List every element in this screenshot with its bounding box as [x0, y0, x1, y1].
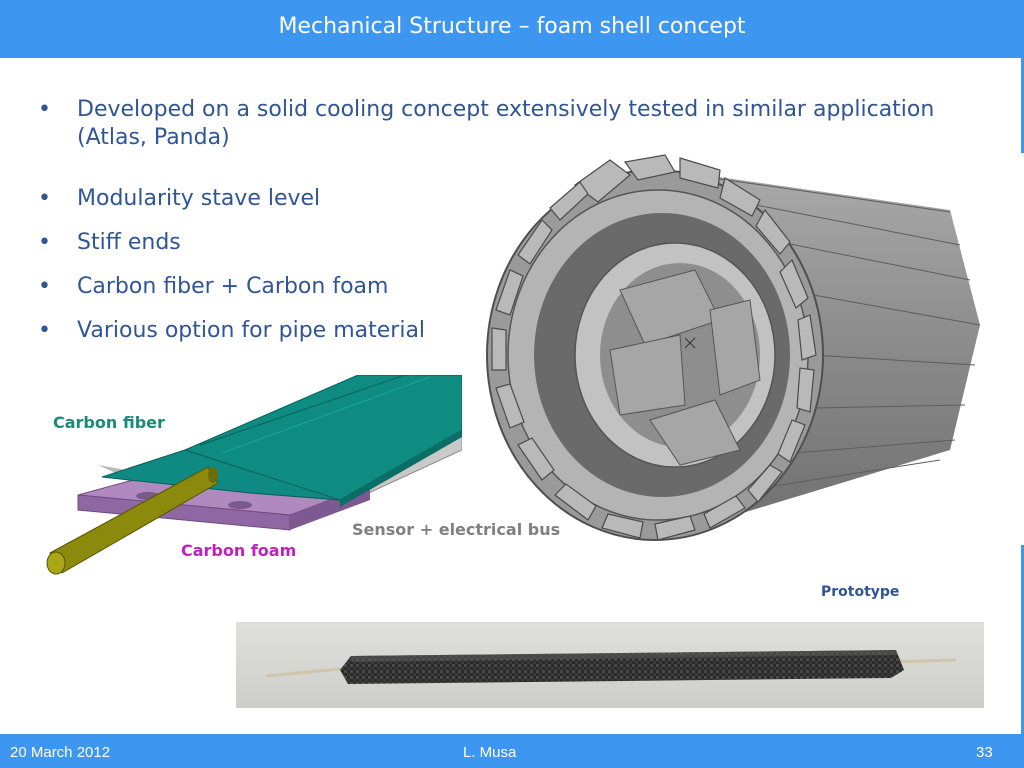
- footer-author: L. Musa: [463, 744, 517, 761]
- title-bar: Mechanical Structure – foam shell concep…: [0, 0, 1024, 58]
- bullet-text: Stiff ends: [77, 230, 181, 255]
- bullet-icon: •: [38, 186, 51, 211]
- stave-cross-section-illustration: [46, 375, 462, 575]
- bullet-text: Developed on a solid cooling concept ext…: [77, 97, 935, 122]
- slide-edge-accent: [1021, 545, 1024, 734]
- bullet-text: Various option for pipe material: [77, 318, 426, 343]
- footer-date: 20 March 2012: [10, 744, 111, 761]
- footer-bar: 20 March 2012 L. Musa 33: [0, 734, 1024, 768]
- bullet-text-continued: (Atlas, Panda): [77, 125, 230, 150]
- slide-edge-accent: [1021, 58, 1024, 153]
- bullet-text: Modularity stave level: [77, 186, 321, 211]
- bullet-icon: •: [38, 230, 51, 255]
- carbon-foam-label: Carbon foam: [181, 541, 297, 560]
- bullet-icon: •: [38, 318, 51, 343]
- sensor-bus-label: Sensor + electrical bus: [352, 520, 561, 539]
- prototype-photo: [236, 622, 984, 708]
- bullet-icon: •: [38, 97, 51, 122]
- bullet-text: Carbon fiber + Carbon foam: [77, 274, 389, 299]
- prototype-stave-image: [265, 650, 957, 684]
- carbon-fiber-label: Carbon fiber: [53, 413, 165, 432]
- prototype-label: Prototype: [821, 584, 900, 600]
- slide-title: Mechanical Structure – foam shell concep…: [278, 14, 746, 39]
- barrel-structure-illustration: [486, 154, 980, 541]
- page-number: 33: [976, 744, 993, 761]
- bullet-icon: •: [38, 274, 51, 299]
